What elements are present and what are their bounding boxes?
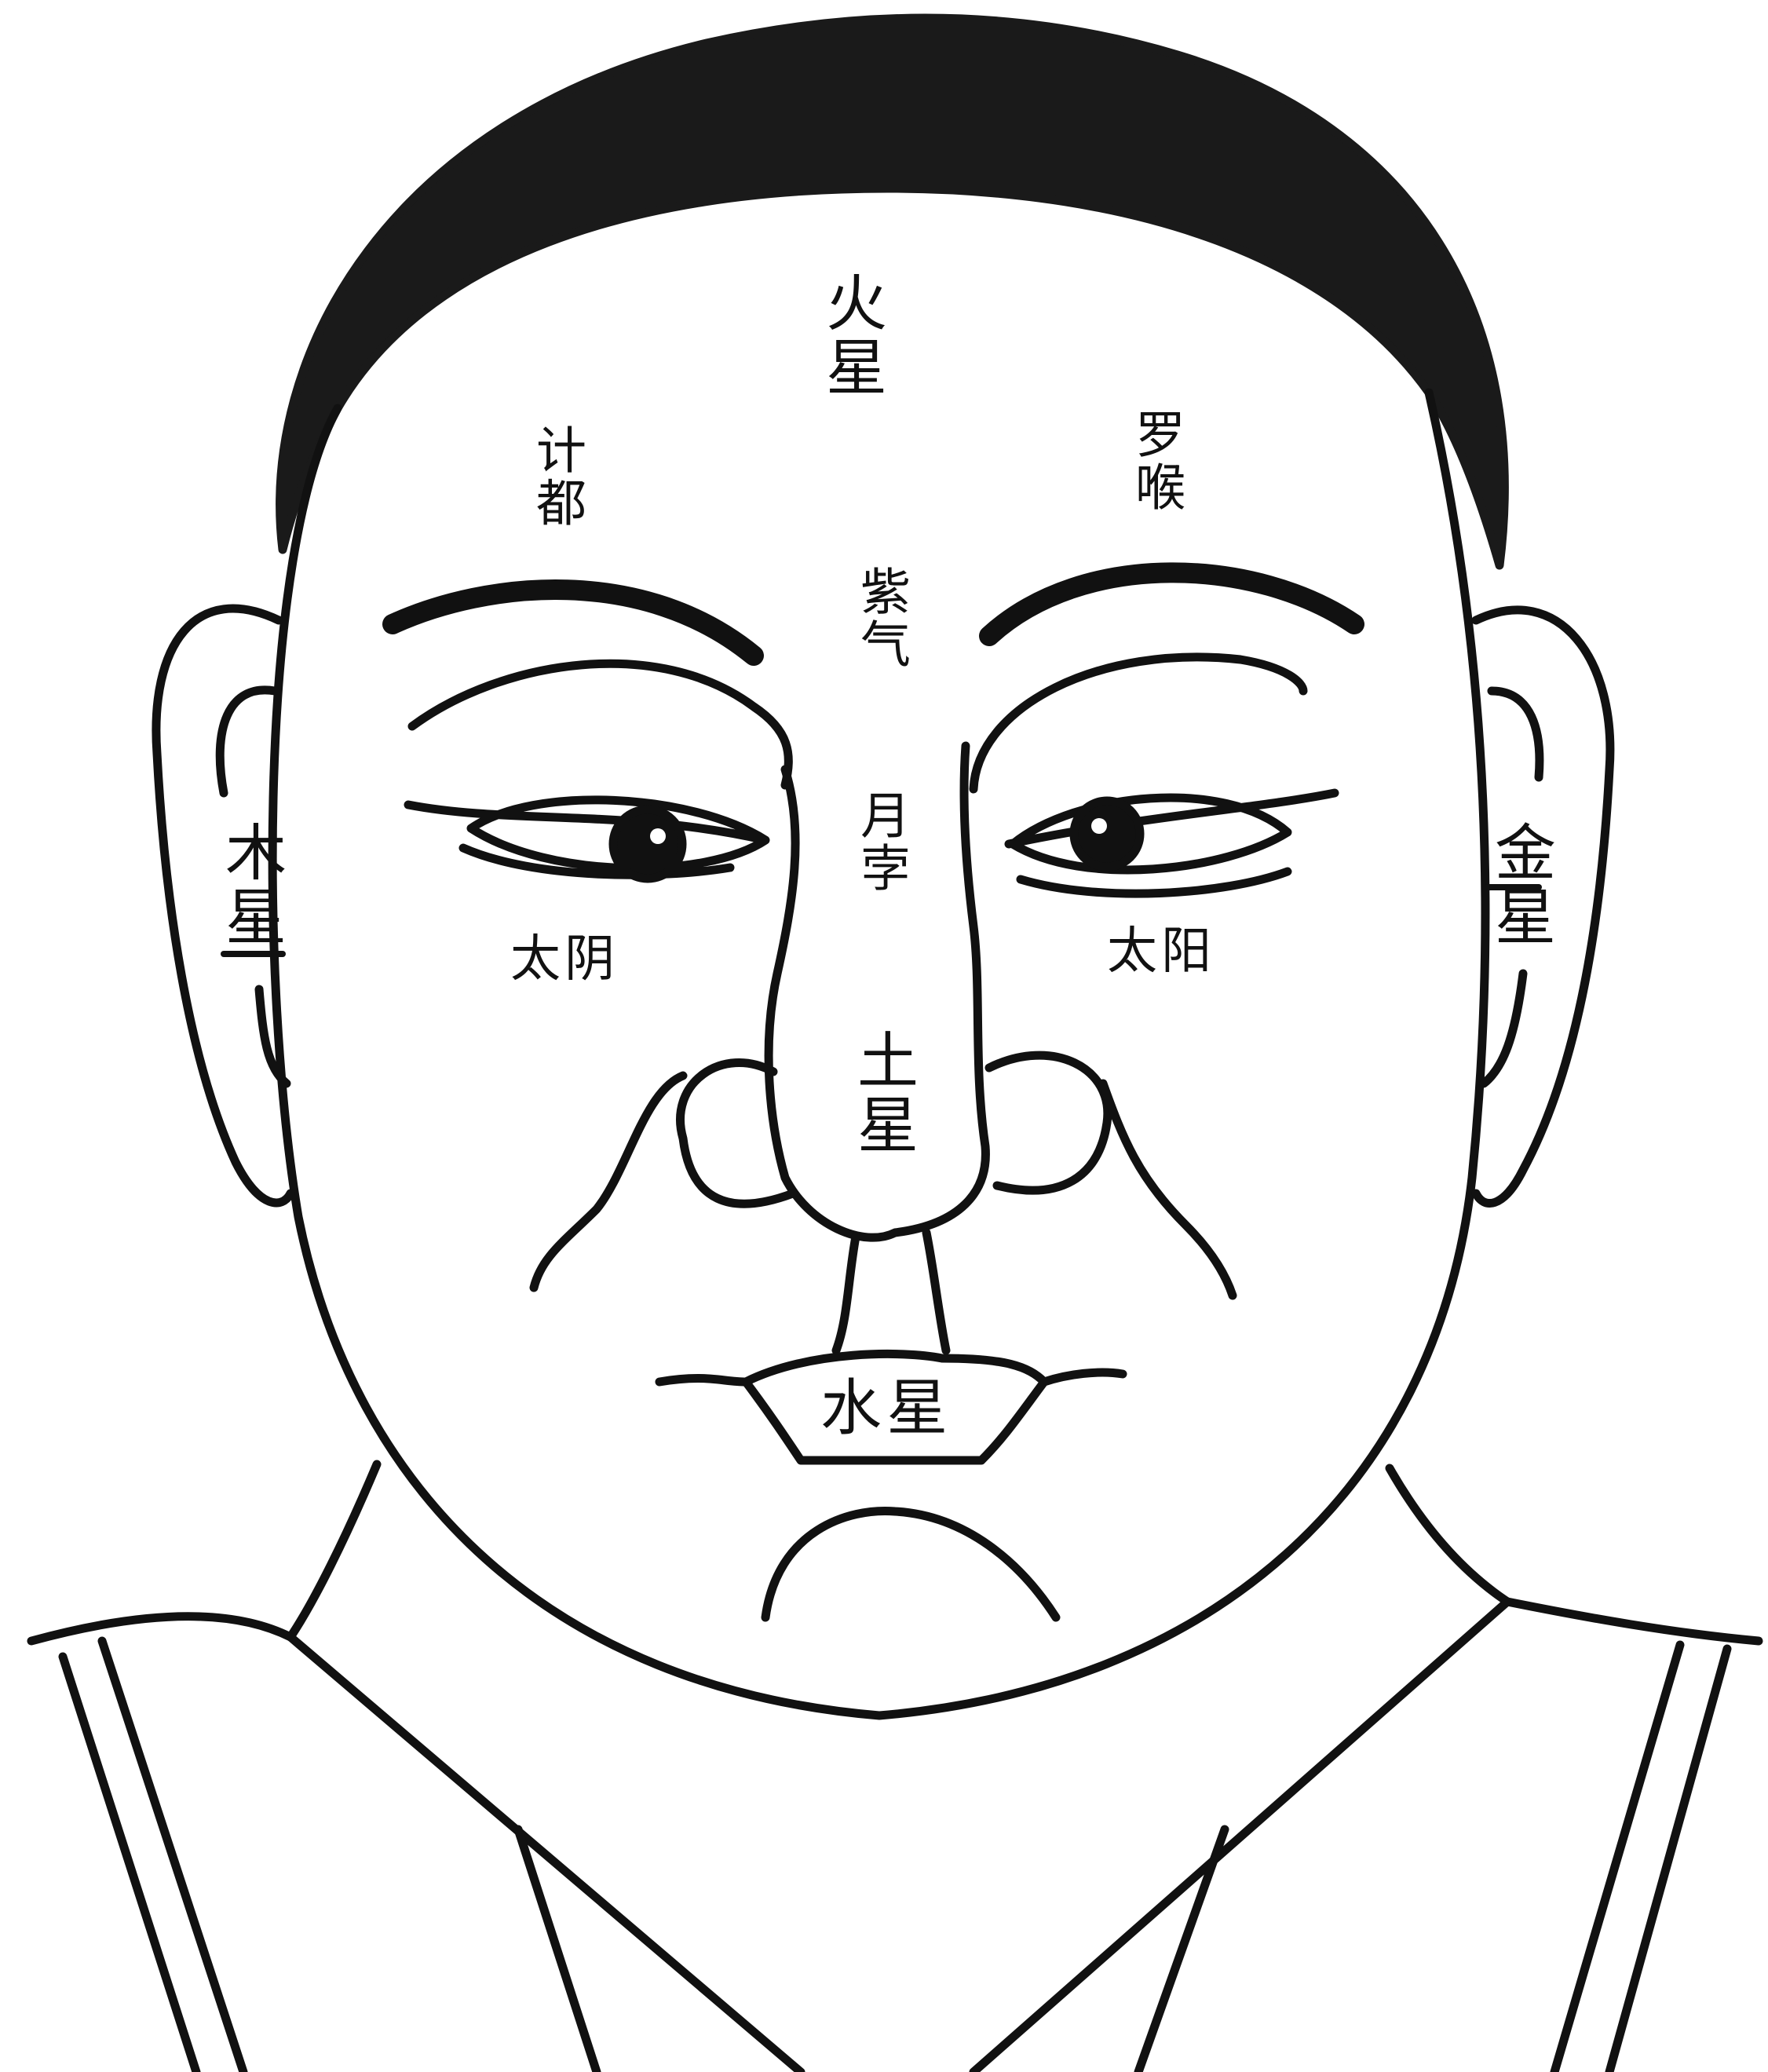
label-earth-star: 土星 <box>852 1029 913 1157</box>
label-yue-bo: 月孛 <box>856 789 906 894</box>
right-pupil-highlight <box>1091 818 1107 834</box>
label-tai-yin: 太阴 <box>510 934 619 985</box>
label-metal-star: 金星 <box>1489 820 1551 949</box>
collar <box>31 1602 1759 2072</box>
label-zi-qi: 紫气 <box>856 565 906 671</box>
label-wood-star: 木星 <box>220 820 281 949</box>
robe-right <box>1554 1645 1727 2072</box>
right-pupil <box>1074 801 1140 867</box>
left-neck-line <box>290 1464 377 1637</box>
label-water-star: 水星 <box>820 1378 952 1439</box>
right-neck-line <box>1390 1468 1507 1602</box>
robe-left <box>63 1641 243 2072</box>
right-eye-socket <box>973 657 1303 789</box>
robe-inner <box>518 1829 1225 2072</box>
philtrum <box>836 1233 946 1350</box>
left-eye-socket <box>412 663 788 785</box>
right-eyebrow <box>989 572 1354 636</box>
label-luo-hou: 罗喉 <box>1131 408 1181 513</box>
right-nasolabial-fold <box>1103 1084 1233 1295</box>
left-pupil <box>613 809 682 879</box>
label-fire-star: 火星 <box>820 271 882 400</box>
label-ji-du: 计都 <box>531 424 582 529</box>
left-eyebrow <box>393 590 754 656</box>
left-pupil-highlight <box>650 828 666 844</box>
hair <box>280 18 1505 565</box>
chin-curve <box>765 1511 1056 1617</box>
right-nostril-wing <box>989 1055 1108 1190</box>
label-tai-yang: 太阳 <box>1107 926 1215 977</box>
left-nasolabial-fold <box>534 1076 683 1288</box>
left-eye <box>408 800 765 875</box>
right-eye <box>1009 793 1335 893</box>
